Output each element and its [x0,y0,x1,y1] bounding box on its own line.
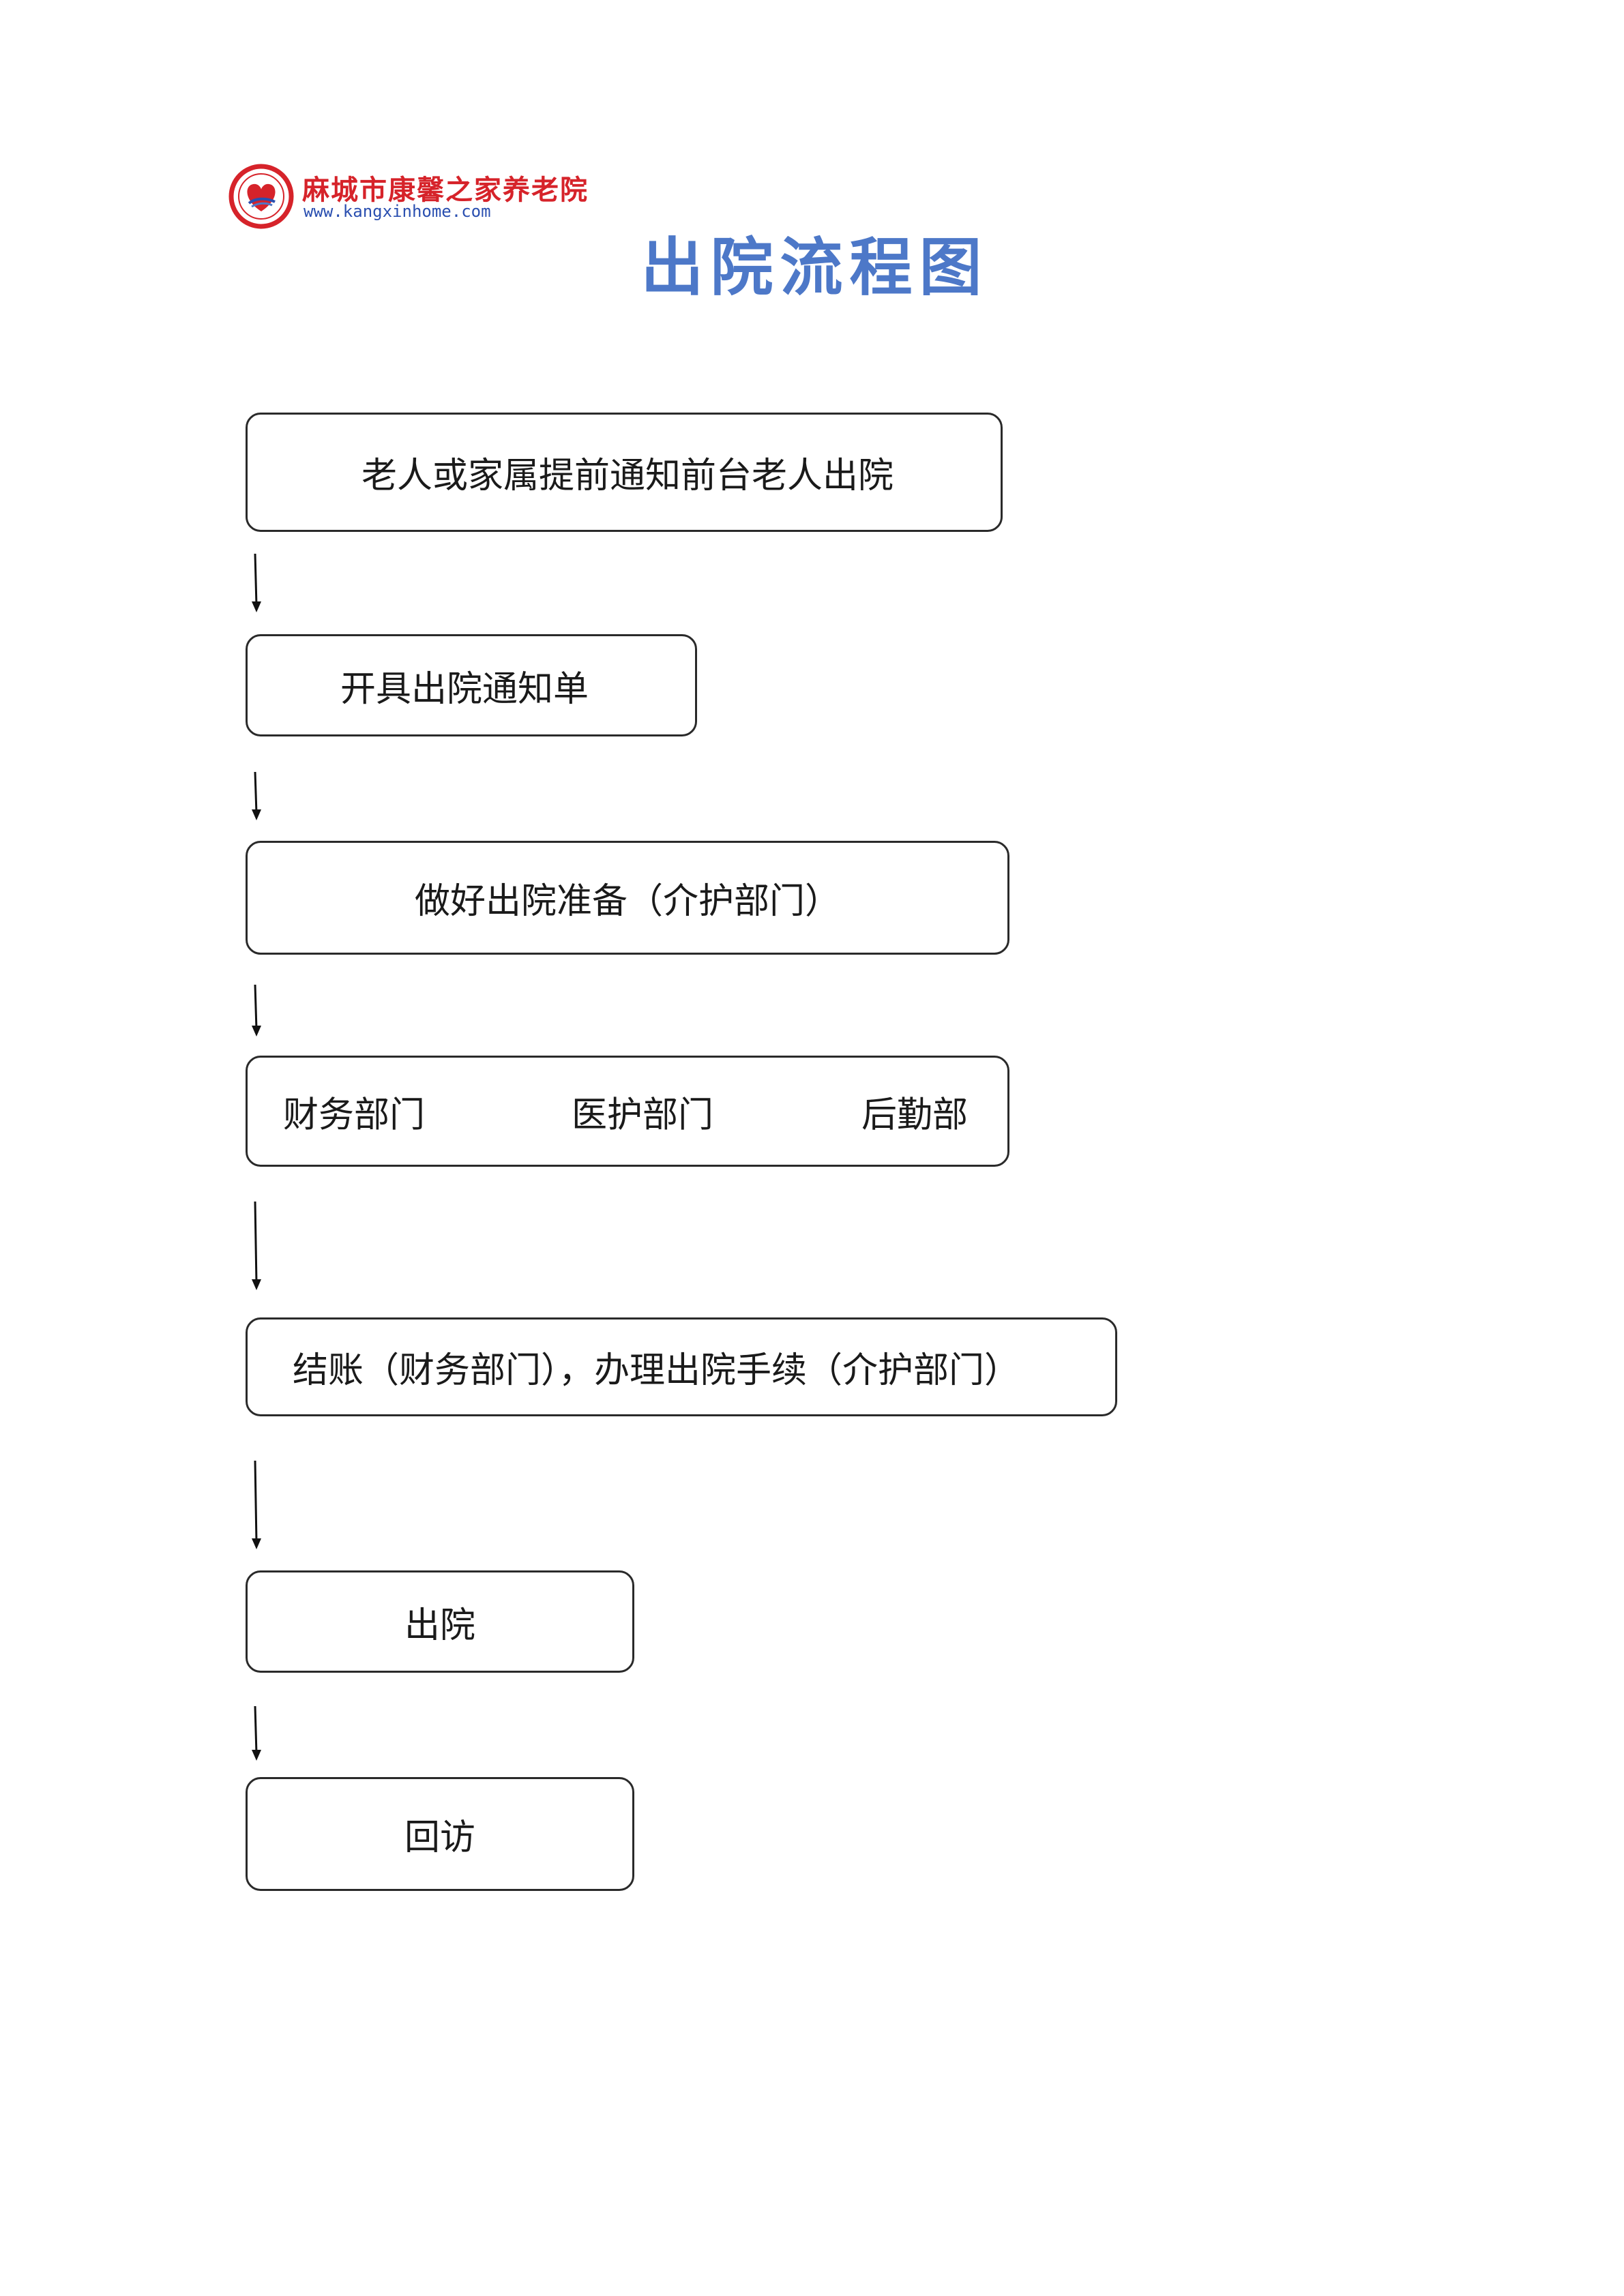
organization-name: 麻城市康馨之家养老院 [302,174,589,206]
heart-seal-icon [228,164,294,229]
flow-step-checkout: 结账（财务部门），办理出院手续（介护部门） [246,1317,1117,1416]
organization-url[interactable]: www.kangxinhome.com [304,202,491,221]
flow-step-prepare: 做好出院准备（介护部门） [246,841,1009,955]
department-logistics: 后勤部 [861,1094,969,1135]
page-title: 出院流程图 [640,230,989,304]
flow-step-label: 开具出院通知单 [340,668,589,710]
flow-step-discharge-notice: 开具出院通知单 [246,634,697,736]
flow-step-label: 做好出院准备（介护部门） [414,881,840,922]
flow-step-discharge: 出院 [246,1570,634,1673]
down-arrow-icon [252,1460,261,1549]
organization-logo: 麻城市康馨之家养老院 www.kangxinhome.com [228,164,638,232]
down-arrow-icon [252,1705,261,1761]
flow-step-follow-up: 回访 [246,1777,634,1891]
department-finance: 财务部门 [283,1094,426,1135]
flow-step-label: 结账（财务部门），办理出院手续（介护部门） [293,1350,1020,1391]
department-medical: 医护部门 [572,1094,714,1135]
flow-step-label: 回访 [404,1817,475,1858]
flow-step-departments: 财务部门 医护部门 后勤部 [246,1056,1009,1167]
down-arrow-icon [252,771,261,820]
flow-step-label: 出院 [404,1605,475,1646]
flow-step-label: 老人或家属提前通知前台老人出院 [361,456,894,496]
down-arrow-icon [252,1201,261,1290]
down-arrow-icon [252,553,261,612]
down-arrow-icon [252,984,261,1037]
flow-step-notify: 老人或家属提前通知前台老人出院 [246,413,1003,532]
